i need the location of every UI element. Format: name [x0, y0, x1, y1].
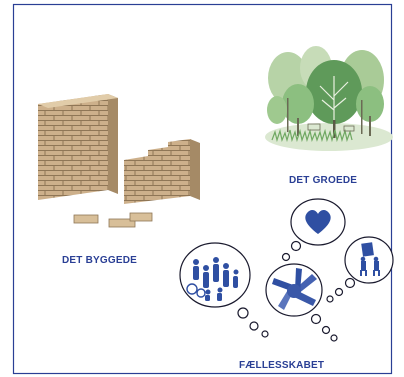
- brick-wall-icon: [38, 94, 200, 228]
- people-group-icon: [186, 257, 239, 301]
- hands-together-icon: [272, 268, 317, 310]
- frame-border: [12, 3, 393, 375]
- heart-icon: [305, 210, 331, 234]
- label-det-byggede: DET BYGGEDE: [62, 255, 137, 266]
- label-faellesskabet: FÆLLESSKABET: [239, 360, 324, 371]
- moving-box-icon: [360, 242, 380, 276]
- label-det-groede: DET GROEDE: [289, 175, 357, 186]
- tree-group-icon: [265, 46, 393, 151]
